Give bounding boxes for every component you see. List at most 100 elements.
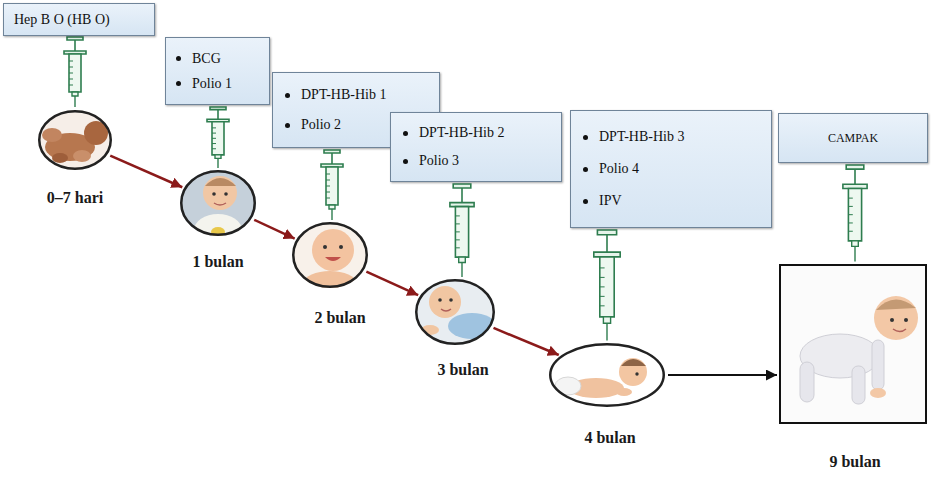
baby-picture xyxy=(438,298,442,302)
photo-outline xyxy=(416,280,494,344)
baby-picture xyxy=(616,388,632,396)
vaccine-item: BCG xyxy=(176,46,221,71)
baby-picture xyxy=(635,372,638,375)
baby-picture xyxy=(339,245,343,249)
age-label: 9 bulan xyxy=(829,452,880,471)
vaccine-item: IPV xyxy=(583,185,622,217)
newborn-picture xyxy=(35,108,115,172)
vaccine-item: Polio 4 xyxy=(583,153,639,185)
newborn-picture xyxy=(35,108,115,172)
syringe xyxy=(594,230,620,341)
photo-outline xyxy=(180,170,256,236)
baby-picture xyxy=(312,229,354,271)
vaccine-name: Polio 1 xyxy=(192,71,232,96)
vaccine-name: BCG xyxy=(192,46,221,71)
newborn-picture xyxy=(73,150,91,162)
age-label: 2 bulan xyxy=(314,308,365,327)
bullet-dot xyxy=(403,159,408,164)
newborn-picture xyxy=(52,153,68,163)
baby-picture xyxy=(323,245,327,249)
age-arrow xyxy=(110,156,182,188)
syringe xyxy=(843,165,867,262)
photo-outline xyxy=(293,223,367,287)
age-label: 1 bulan xyxy=(192,252,243,271)
baby-picture xyxy=(325,257,341,261)
age-label: 3 bulan xyxy=(437,360,488,379)
newborn-picture xyxy=(42,128,62,142)
crawling-baby-picture xyxy=(852,366,865,404)
crawling-baby-picture xyxy=(876,299,916,310)
baby-picture xyxy=(619,358,647,386)
vaccine-item: Polio 2 xyxy=(285,110,341,140)
crawling-baby-picture xyxy=(800,362,814,402)
vaccine-name: CAMPAK xyxy=(828,129,878,147)
age-photo-frame: 9 bulan xyxy=(779,264,927,424)
vaccine-item: DPT-HB-Hib 1 xyxy=(285,80,386,110)
vaccine-name: DPT-HB-Hib 2 xyxy=(419,119,504,147)
baby-picture xyxy=(547,341,667,409)
vaccine-item: Polio 1 xyxy=(176,71,232,96)
baby-picture xyxy=(224,192,228,196)
syringe xyxy=(64,37,86,107)
vaccine-box: CAMPAK xyxy=(778,113,928,163)
vaccine-name: Polio 2 xyxy=(301,110,341,140)
crawling-baby-picture xyxy=(874,296,918,340)
bullet-dot xyxy=(583,135,588,140)
baby-picture xyxy=(621,359,646,366)
bullet-dot xyxy=(285,123,290,128)
vaccine-item: DPT-HB-Hib 2 xyxy=(403,119,504,147)
frame-outline xyxy=(779,264,927,424)
baby-picture xyxy=(205,178,236,186)
syringe xyxy=(321,150,343,220)
vaccine-box: Hep B O (HB O) xyxy=(3,3,155,36)
vaccine-item: DPT-HB-Hib 3 xyxy=(583,121,684,153)
vaccine-name: IPV xyxy=(599,185,622,217)
baby-picture xyxy=(413,277,497,347)
baby-picture xyxy=(413,277,497,347)
crawling-baby-picture xyxy=(893,329,906,332)
bullet-dot xyxy=(285,93,290,98)
photo-outline xyxy=(549,343,665,407)
crawling-baby-picture xyxy=(904,318,908,322)
bullet-dot xyxy=(403,131,408,136)
vaccine-name: Polio 4 xyxy=(599,153,639,185)
vaccine-box: DPT-HB-Hib 2Polio 3 xyxy=(390,112,562,182)
bullet-dot xyxy=(176,56,181,61)
bullet-dot xyxy=(583,199,588,204)
vaccine-box: BCGPolio 1 xyxy=(165,37,270,105)
baby-picture xyxy=(547,341,667,409)
photo-outline xyxy=(38,110,112,170)
baby-picture xyxy=(290,220,370,295)
vaccine-box: DPT-HB-Hib 3Polio 4IPV xyxy=(570,110,772,228)
baby-picture xyxy=(449,298,453,302)
photo-outline xyxy=(292,222,368,288)
vaccine-name: Hep B O (HB O) xyxy=(14,10,110,30)
baby-picture xyxy=(178,168,258,238)
baby-picture xyxy=(429,286,461,318)
syringe xyxy=(207,107,229,168)
bullet-dot xyxy=(583,167,588,172)
photo-outline xyxy=(181,171,255,235)
crawling-baby-picture xyxy=(780,265,926,423)
bullet-dot xyxy=(176,81,181,86)
baby-picture xyxy=(178,168,258,246)
age-photo-circle: 1 bulan xyxy=(180,170,256,236)
vaccine-name: DPT-HB-Hib 3 xyxy=(599,121,684,153)
photo-outline xyxy=(39,111,111,169)
crawling-baby-picture xyxy=(890,318,894,322)
crawling-baby-picture xyxy=(780,265,926,423)
syringe xyxy=(450,184,474,277)
vaccine-item: Polio 3 xyxy=(403,147,459,175)
baby-picture xyxy=(212,192,216,196)
crawling-baby-picture xyxy=(870,388,886,398)
age-photo-circle: 4 bulan xyxy=(549,343,665,407)
age-photo-circle: 2 bulan xyxy=(292,222,368,288)
baby-picture xyxy=(203,176,237,210)
vaccine-item: CAMPAK xyxy=(828,129,878,147)
vaccine-name: Polio 3 xyxy=(419,147,459,175)
age-photo-circle: 3 bulan xyxy=(415,279,495,345)
